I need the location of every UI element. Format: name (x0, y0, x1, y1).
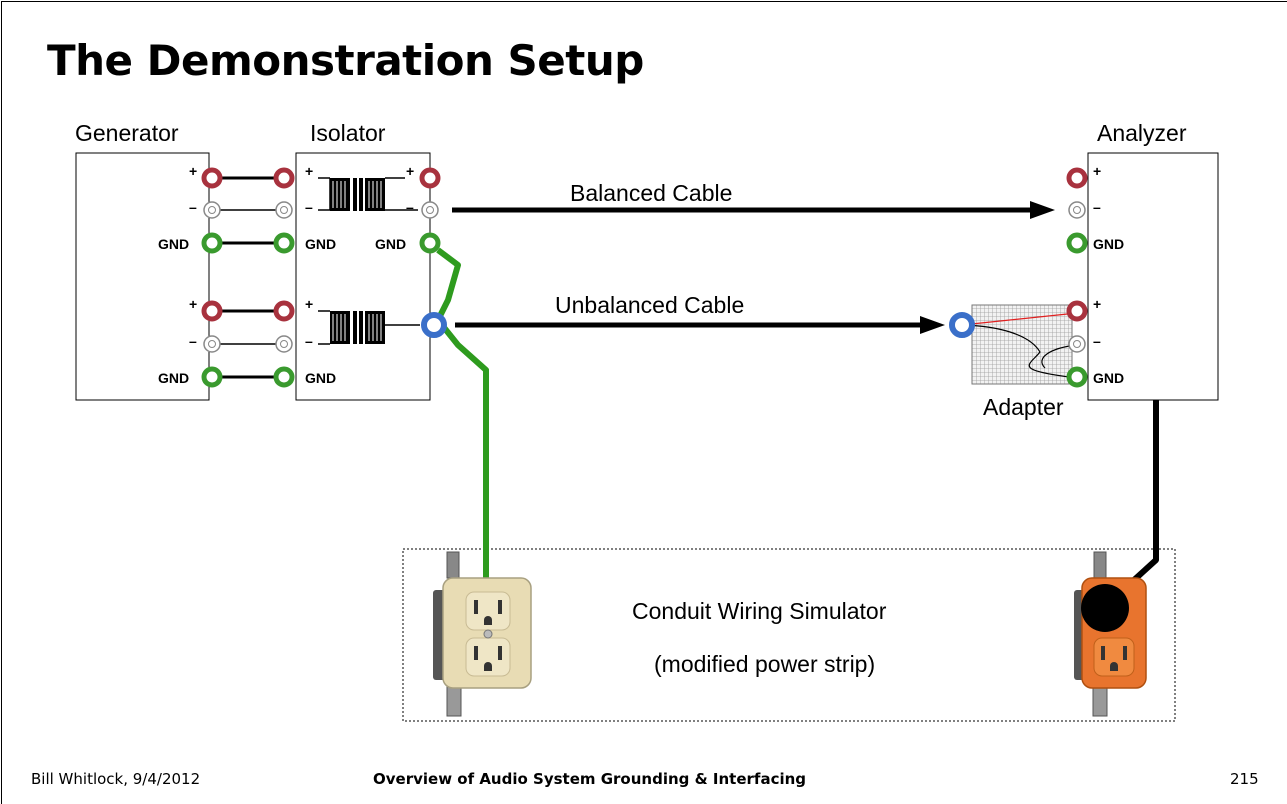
iso-in-gnd-label: GND (305, 236, 337, 252)
gen-minus-label: – (189, 333, 197, 349)
ivory-outlet-icon (433, 551, 532, 717)
iso-out-plus-label: + (406, 163, 415, 179)
generator-label: Generator (75, 120, 179, 146)
adapter-black-wire (961, 324, 1078, 379)
terminal-plus (273, 167, 295, 189)
transformer-bottom (318, 310, 420, 345)
simulator-title: Conduit Wiring Simulator (632, 598, 887, 624)
gen-plus-label: + (189, 163, 198, 179)
generator-box (75, 152, 210, 401)
terminal-plus (1066, 167, 1088, 189)
terminal-gnd (201, 232, 223, 254)
terminal-minus (203, 201, 221, 219)
analyzer-terminals (949, 167, 1088, 388)
terminal-plus (201, 300, 223, 322)
balanced-cable-label: Balanced Cable (570, 180, 733, 206)
simulator-region (402, 548, 1176, 722)
plug-connector (1081, 584, 1129, 632)
terminal-minus (203, 335, 221, 353)
footer-topic: Overview of Audio System Grounding & Int… (373, 770, 807, 788)
iso-in-plus-label: + (305, 163, 314, 179)
isolator-input-terminals (273, 167, 295, 388)
terminal-plus (201, 167, 223, 189)
terminal-unbalanced (421, 312, 447, 338)
ana-gnd-label: GND (1093, 370, 1125, 386)
adapter-input-terminal (949, 312, 975, 338)
terminal-plus (273, 300, 295, 322)
terminal-plus (1066, 300, 1088, 322)
analyzer-ground-wire (1109, 400, 1159, 603)
iso-in-gnd-label: GND (305, 370, 337, 386)
orange-outlet-icon (1074, 551, 1147, 717)
adapter-red-wire (961, 312, 1078, 326)
unbalanced-cable (455, 316, 945, 334)
terminal-minus (275, 201, 293, 219)
terminal-gnd (1066, 366, 1088, 388)
adapter-box (971, 304, 1073, 385)
simulator-subtitle: (modified power strip) (654, 651, 876, 677)
terminal-minus (275, 335, 293, 353)
ground-wire (435, 247, 489, 590)
gen-plus-label: + (189, 296, 198, 312)
gen-gnd-label: GND (158, 236, 190, 252)
terminal-gnd (273, 232, 295, 254)
terminal-gnd (273, 366, 295, 388)
iso-in-minus-label: – (305, 199, 313, 215)
isolator-label: Isolator (310, 120, 386, 146)
terminal-minus (1068, 335, 1086, 353)
terminal-gnd (419, 232, 441, 254)
footer-author-date: Bill Whitlock, 9/4/2012 (31, 770, 201, 788)
terminal-plus (419, 167, 441, 189)
iso-in-minus-label: – (305, 333, 313, 349)
terminal-minus (421, 201, 439, 219)
ana-plus-label: + (1093, 163, 1102, 179)
gen-iso-wires (212, 176, 284, 379)
analyzer-label: Analyzer (1097, 120, 1187, 146)
ana-plus-label: + (1093, 296, 1102, 312)
iso-in-plus-label: + (305, 296, 314, 312)
ana-gnd-label: GND (1093, 236, 1125, 252)
gen-gnd-label: GND (158, 370, 190, 386)
footer-page-number: 215 (1230, 770, 1259, 788)
isolator-output-terminals (419, 167, 447, 338)
transformer-top (318, 177, 418, 211)
balanced-cable (452, 201, 1055, 219)
ana-minus-label: – (1093, 199, 1101, 215)
terminal-gnd (1066, 232, 1088, 254)
adapter-label: Adapter (983, 394, 1064, 420)
terminal-minus (1068, 201, 1086, 219)
iso-out-minus-label: – (406, 199, 414, 215)
terminal-gnd (201, 366, 223, 388)
iso-out-gnd-label: GND (375, 236, 407, 252)
gen-minus-label: – (189, 199, 197, 215)
analyzer-box (1087, 152, 1219, 401)
ana-minus-label: – (1093, 333, 1101, 349)
slide-title: The Demonstration Setup (47, 36, 644, 85)
generator-terminals (201, 167, 223, 388)
unbalanced-cable-label: Unbalanced Cable (555, 292, 745, 318)
